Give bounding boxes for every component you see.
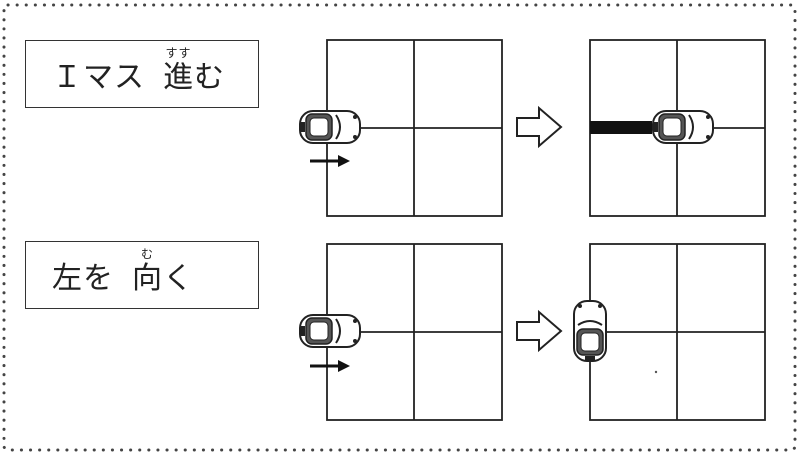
furigana-mu: む	[140, 247, 155, 261]
label-turn-left-kanji: む向	[132, 248, 163, 296]
label-forward-part3: む	[194, 60, 225, 95]
kanji-mu: 向	[132, 261, 163, 296]
label-box-forward: Ｉマスすす進む	[25, 40, 259, 108]
car-icon-turn-before	[299, 314, 361, 348]
hollow-arrow-icon-turn	[516, 311, 562, 351]
furigana-susu: すす	[165, 46, 192, 60]
label-turn-left: 左をむ向く	[52, 248, 194, 308]
car-icon-turn-after	[573, 300, 607, 362]
kanji-susu: 進	[163, 60, 194, 95]
label-turn-left-part3: く	[163, 261, 194, 296]
trail-line	[590, 121, 652, 134]
hollow-arrow-icon-forward	[516, 107, 562, 147]
label-forward: Ｉマスすす進む	[52, 47, 225, 107]
car-icon-forward-before	[299, 110, 361, 144]
label-forward-kanji: すす進	[163, 47, 194, 95]
right-arrow-icon-forward	[310, 155, 350, 167]
grid-turn-after	[589, 243, 766, 421]
label-forward-part1: Ｉマス	[52, 60, 145, 95]
speck	[654, 370, 658, 374]
label-box-turn-left: 左をむ向く	[25, 241, 259, 309]
label-turn-left-part1: 左を	[52, 261, 114, 296]
right-arrow-icon-turn	[310, 360, 350, 372]
car-icon-forward-after	[652, 110, 714, 144]
